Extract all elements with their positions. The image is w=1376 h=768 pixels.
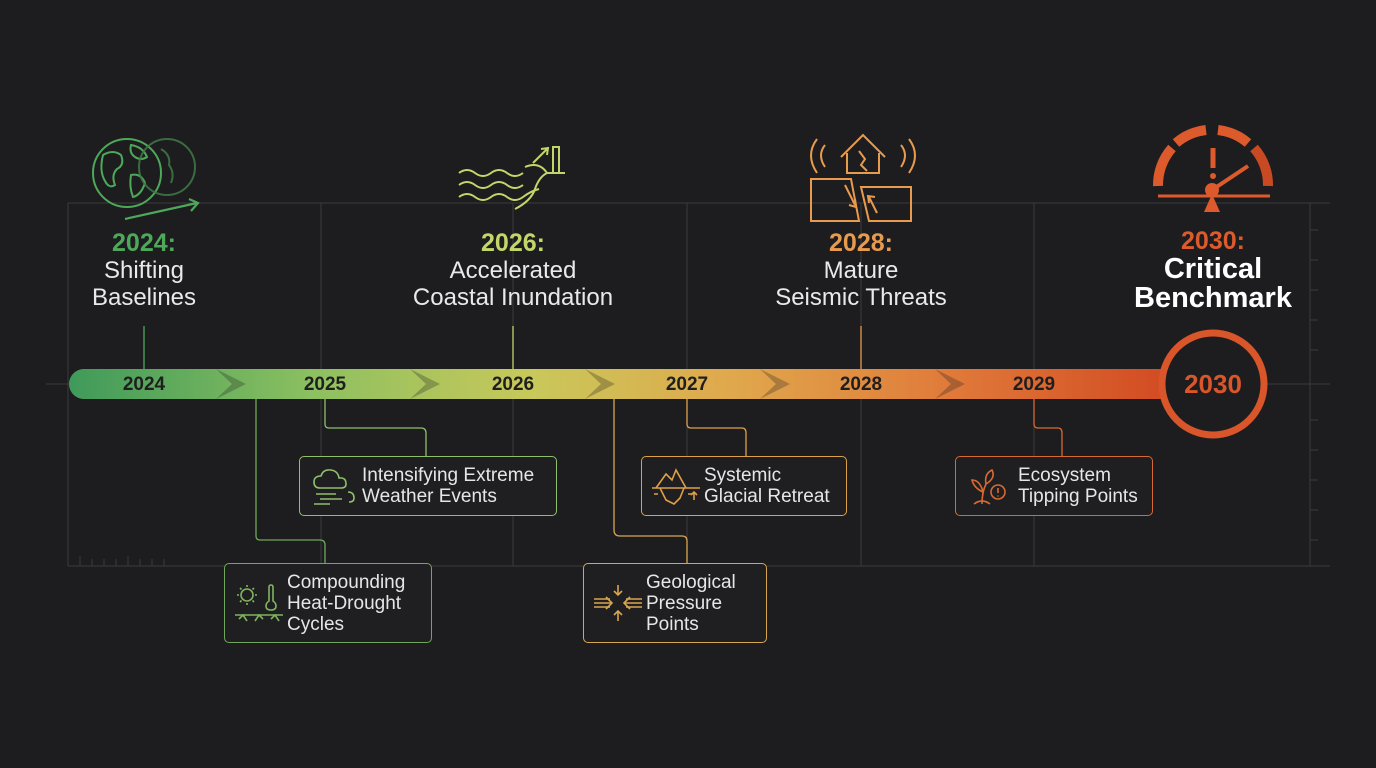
connector-glacial — [686, 398, 747, 456]
event-label-line: Ecosystem — [1018, 465, 1111, 486]
milestone-title-line: Mature — [823, 257, 899, 284]
milestone-title-line: Coastal Inundation — [412, 284, 614, 311]
pressure-arrows-icon — [594, 585, 642, 621]
event-geological-pressure: Geological Pressure Points — [583, 563, 767, 643]
globe-icon — [92, 138, 200, 221]
event-label: Geological Pressure Points — [646, 572, 736, 635]
milestone-2024: 2024: Shifting Baselines — [44, 229, 244, 312]
timeline-year-label: 2026 — [491, 374, 535, 395]
event-ecosystem-tipping: Ecosystem Tipping Points — [955, 456, 1153, 516]
milestone-year: 2028: — [829, 229, 893, 257]
event-extreme-weather: Intensifying Extreme Weather Events — [299, 456, 557, 516]
milestone-year: 2024: — [112, 229, 176, 257]
milestone-2026: 2026: Accelerated Coastal Inundation — [383, 229, 643, 312]
timeline-year-label: 2027 — [665, 374, 709, 395]
milestone-year: 2026: — [481, 229, 545, 257]
connector-heat-drought — [255, 398, 326, 563]
event-label: Compounding Heat-Drought Cycles — [287, 572, 405, 635]
wave-icon — [458, 146, 565, 210]
event-label-line: Systemic — [704, 465, 782, 486]
timeline-year-label: 2025 — [303, 374, 347, 395]
event-label-line: Pressure — [646, 592, 723, 614]
event-label: Intensifying Extreme Weather Events — [362, 465, 534, 507]
connector-geological — [613, 398, 688, 563]
iceberg-icon — [652, 468, 700, 505]
timeline-year-final: 2030 — [1184, 369, 1242, 399]
event-label-line: Compounding — [287, 571, 406, 593]
event-label-line: Tipping Points — [1018, 486, 1138, 507]
milestone-title-line: Shifting — [103, 257, 185, 284]
event-heat-drought: Compounding Heat-Drought Cycles — [224, 563, 432, 643]
event-label-line: Cycles — [287, 613, 345, 635]
event-label-line: Glacial Retreat — [704, 486, 830, 507]
milestone-year: 2030: — [1181, 227, 1245, 255]
event-label: Ecosystem Tipping Points — [1018, 465, 1138, 507]
milestone-title-line: Benchmark — [1134, 282, 1292, 314]
event-glacial-retreat: Systemic Glacial Retreat — [641, 456, 847, 516]
event-label-line: Heat-Drought — [287, 592, 402, 614]
gauge-warning-icon — [1153, 125, 1273, 212]
milestone-title-line: Critical — [1163, 253, 1263, 285]
event-label-line: Geological — [646, 571, 736, 593]
connector-ecosystem — [1033, 398, 1063, 456]
milestone-title-line: Baselines — [91, 284, 197, 311]
sun-thermometer-icon — [235, 584, 283, 622]
timeline-year-label: 2029 — [1012, 374, 1056, 395]
milestone-title-line: Accelerated — [449, 257, 577, 284]
sprout-warning-icon — [970, 468, 1006, 505]
timeline-year-label: 2024 — [122, 374, 166, 395]
milestone-title-line: Seismic Threats — [775, 284, 947, 311]
timeline-year-label: 2028 — [839, 374, 883, 395]
connector-extreme-weather — [324, 398, 427, 456]
event-label-line: Intensifying Extreme — [362, 465, 535, 486]
milestone-2028: 2028: Mature Seismic Threats — [741, 229, 981, 312]
event-label-line: Points — [646, 613, 699, 635]
event-label: Systemic Glacial Retreat — [704, 465, 830, 507]
seismic-house-icon — [810, 133, 916, 222]
storm-cloud-icon — [313, 469, 355, 505]
milestone-2030: 2030: Critical Benchmark — [1103, 228, 1323, 313]
event-label-line: Weather Events — [362, 486, 497, 507]
final-year-ring — [1158, 329, 1268, 439]
